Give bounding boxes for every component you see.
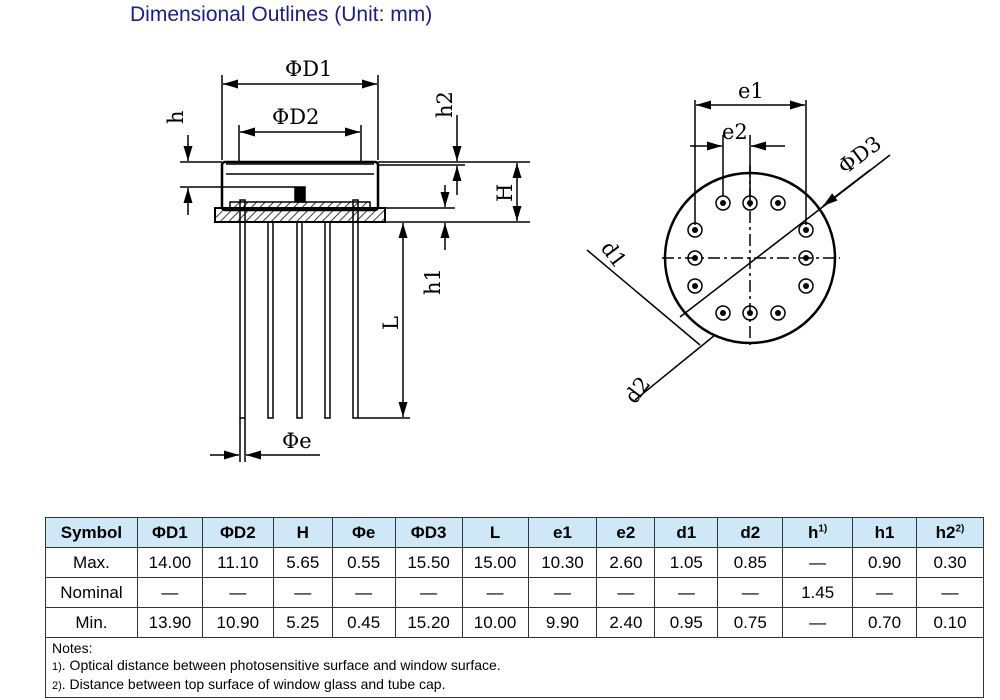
dimensions-table: Symbol ΦD1 ΦD2 H Φe ΦD3 L e1 e2 d1 d2 h1… [45,517,984,698]
header-cell: e2 [596,517,656,548]
header-text: h2 [935,522,956,542]
notes-row: Notes: 1). Optical distance between phot… [45,637,984,698]
table-cell: — [596,577,656,608]
note-item: 2). Distance between top surface of wind… [52,676,977,695]
note-number: 1) [52,661,62,673]
table-cell: 15.00 [461,547,529,578]
label-d2: d2 [620,372,655,408]
dimensional-drawing: ΦD1 ΦD2 h h2 H h1 L Φe e1 e2 ΦD3 d1 d2 [164,57,891,462]
header-cell: e1 [527,517,598,548]
table-header-row: Symbol ΦD1 ΦD2 H Φe ΦD3 L e1 e2 d1 d2 h1… [45,517,984,548]
label-h: h [164,110,188,124]
notes-title: Notes: [52,640,93,656]
table-cell: 5.25 [272,607,333,638]
table-cell: 0.85 [717,547,784,578]
table-cell: 13.90 [136,607,203,638]
label-d1: d1 [596,237,631,273]
note-text: . Distance between top surface of window… [61,676,446,692]
table-row: Nominal——————————1.45—— [45,577,984,608]
label-D3: ΦD3 [834,131,886,179]
label-e2: e2 [722,120,748,144]
label-h1: h1 [421,268,445,295]
header-cell: d2 [717,517,784,548]
table-cell: 0.75 [717,607,784,638]
label-e: Φe [282,429,312,453]
label-e1: e1 [738,79,764,103]
table-cell: — [527,577,598,608]
header-cell: ΦD3 [394,517,463,548]
table-cell: 10.00 [461,607,529,638]
label-H: H [493,184,517,202]
side-view [180,75,530,462]
table-cell: — [717,577,784,608]
table-cell: — [331,577,396,608]
table-cell: 0.10 [916,607,984,638]
header-cell: ΦD2 [201,517,274,548]
header-cell: L [461,517,529,548]
header-text: h [807,522,819,542]
header-cell: Symbol [45,517,138,548]
table-cell: 0.90 [852,547,918,578]
notes-cell: Notes: 1). Optical distance between phot… [45,637,984,698]
footnote-ref: 1) [818,522,828,534]
table-cell: — [201,577,274,608]
row-label: Nominal [45,577,138,608]
row-label: Max. [45,547,138,578]
table-cell: — [654,577,719,608]
table-cell: — [782,547,854,578]
table-cell: 11.10 [201,547,274,578]
header-cell: H [272,517,333,548]
table-cell: 9.90 [527,607,598,638]
table-cell: — [136,577,203,608]
bottom-view [586,100,891,401]
table-cell: — [394,577,463,608]
header-cell: ΦD1 [136,517,203,548]
table-cell: 0.30 [916,547,984,578]
table-cell: 0.70 [852,607,918,638]
header-cell: h1) [782,517,854,548]
table-cell: 15.50 [394,547,463,578]
table-cell: 1.05 [654,547,719,578]
table-cell: — [852,577,918,608]
table-cell: 2.60 [596,547,656,578]
table-cell: 0.95 [654,607,719,638]
row-label: Min. [45,607,138,638]
label-L: L [379,316,403,330]
table-cell: 14.00 [136,547,203,578]
table-cell: — [272,577,333,608]
note-item: 1). Optical distance between photosensit… [52,657,977,676]
table-cell: 10.90 [201,607,274,638]
note-number: 2) [52,680,62,692]
label-h2: h2 [433,91,457,118]
page-title: Dimensional Outlines (Unit: mm) [130,3,433,26]
header-cell: d1 [654,517,719,548]
table-cell: 5.65 [272,547,333,578]
table-cell: 10.30 [527,547,598,578]
header-cell: Φe [331,517,396,548]
label-D1: ΦD1 [285,57,332,81]
header-cell: h1 [852,517,918,548]
label-D2: ΦD2 [272,105,319,129]
table-cell: — [782,607,854,638]
table-cell: 0.55 [331,547,396,578]
table-cell: — [916,577,984,608]
table-cell: 1.45 [782,577,854,608]
table-cell: — [461,577,529,608]
table-cell: 2.40 [596,607,656,638]
table-cell: 0.45 [331,607,396,638]
table-cell: 15.20 [394,607,463,638]
footnote-ref: 2) [955,522,965,534]
header-cell: h22) [916,517,984,548]
note-text: . Optical distance between photosensitiv… [61,657,501,673]
